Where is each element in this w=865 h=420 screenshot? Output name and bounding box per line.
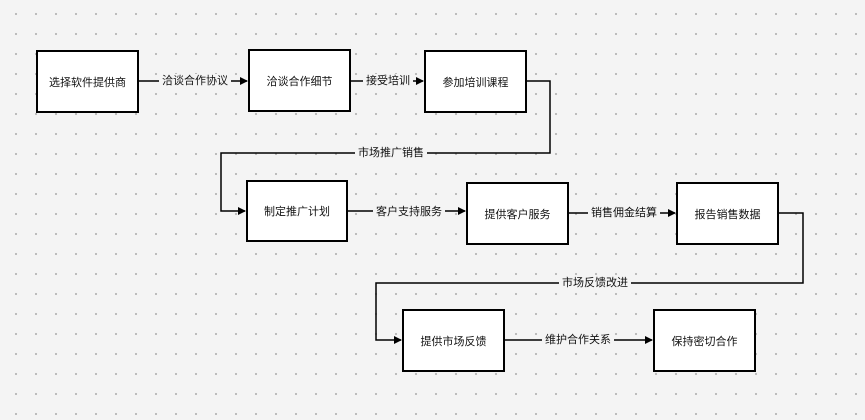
edge-label-2: 接受培训 bbox=[363, 74, 413, 88]
node-keep-cooperation[interactable]: 保持密切合作 bbox=[653, 309, 756, 372]
node-attend-training[interactable]: 参加培训课程 bbox=[424, 50, 527, 113]
node-provide-service[interactable]: 提供客户服务 bbox=[466, 182, 569, 245]
edge-label-4: 客户支持服务 bbox=[373, 205, 445, 219]
node-market-feedback[interactable]: 提供市场反馈 bbox=[402, 309, 505, 372]
edge-label-3: 市场推广销售 bbox=[355, 146, 427, 160]
node-report-data[interactable]: 报告销售数据 bbox=[676, 182, 779, 245]
node-make-plan[interactable]: 制定推广计划 bbox=[246, 180, 348, 242]
edge-label-5: 销售佣金结算 bbox=[588, 206, 660, 220]
edge-label-7: 维护合作关系 bbox=[542, 333, 614, 347]
edge-label-1: 洽谈合作协议 bbox=[159, 74, 231, 88]
edge-label-6: 市场反馈改进 bbox=[559, 276, 631, 290]
node-negotiate-details[interactable]: 洽谈合作细节 bbox=[248, 49, 351, 112]
node-select-vendor[interactable]: 选择软件提供商 bbox=[36, 50, 139, 113]
